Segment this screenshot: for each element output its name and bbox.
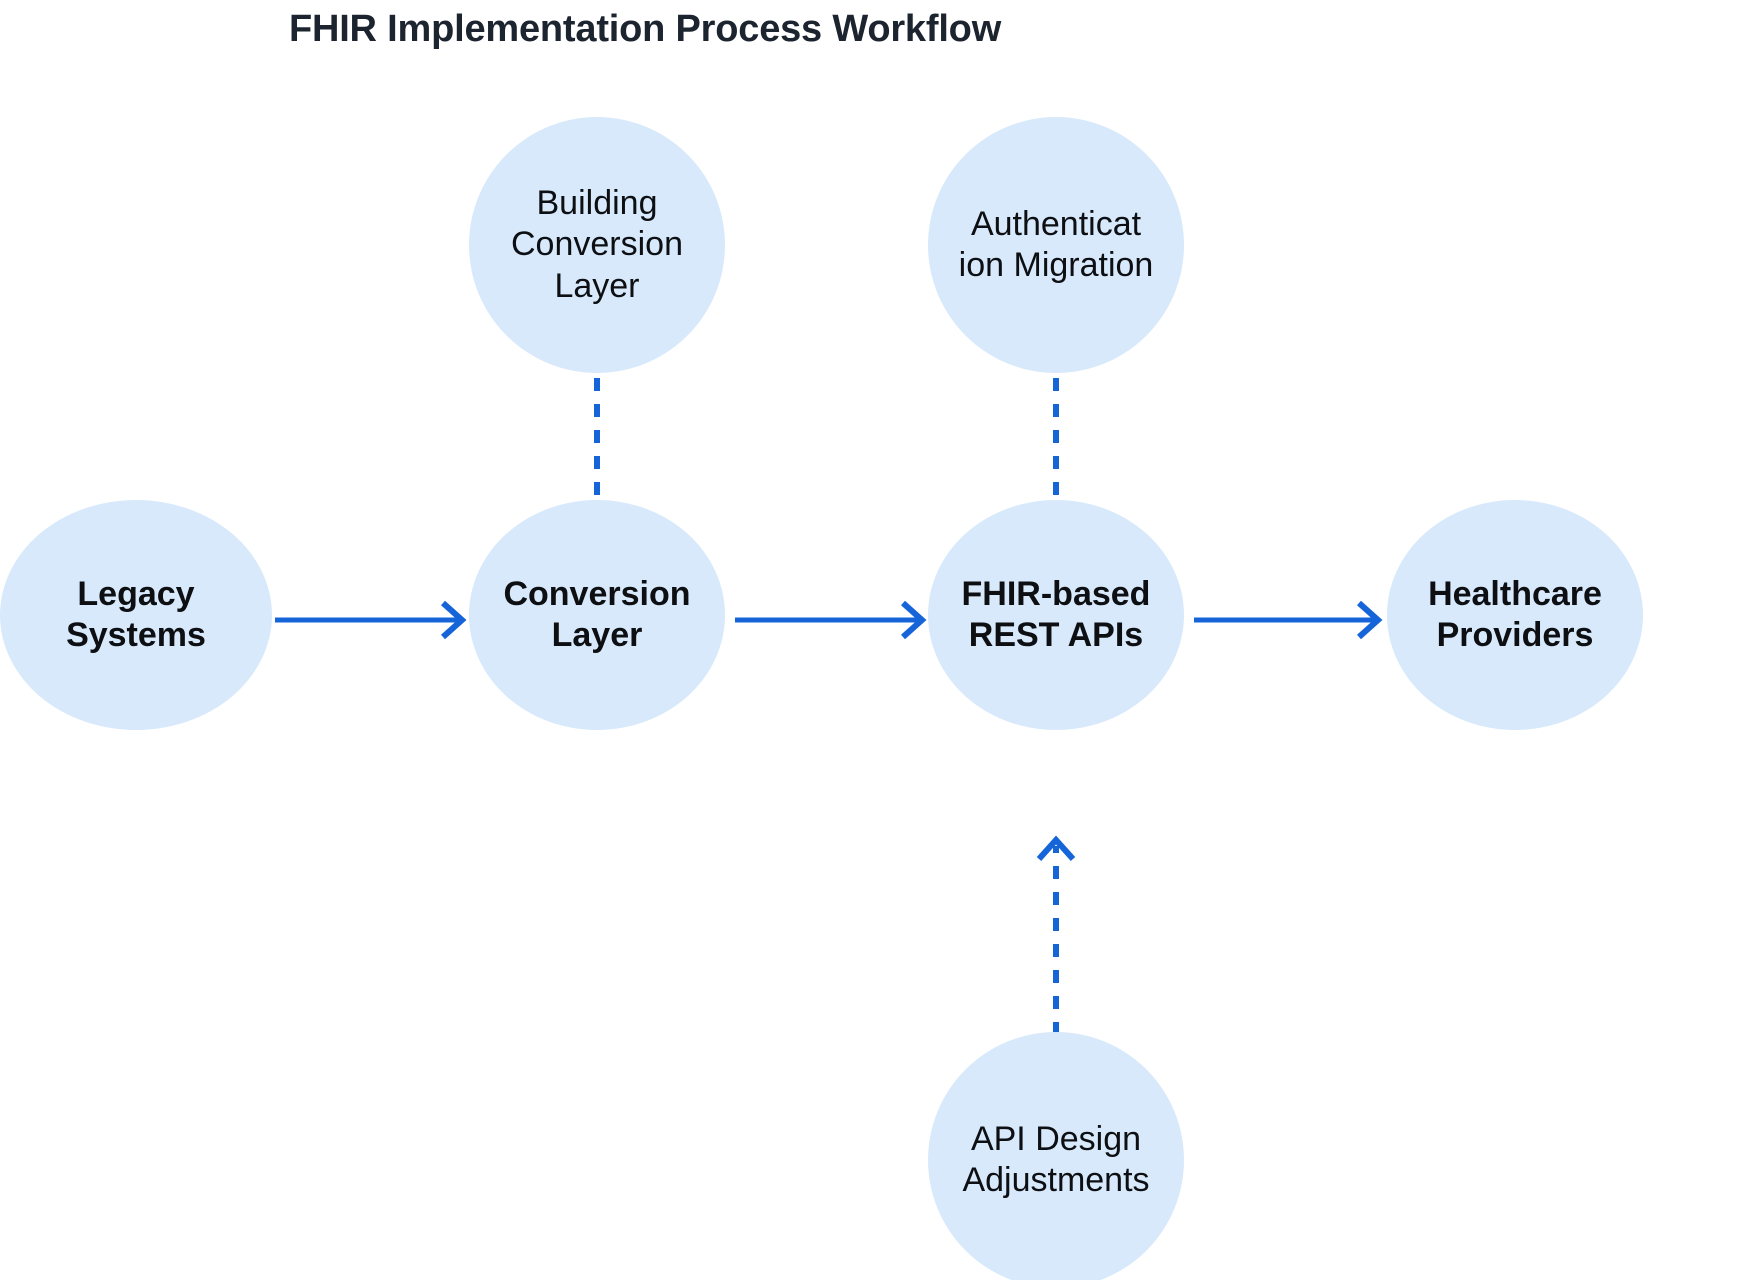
node-api-design-adjustments[interactable]: API Design Adjustments bbox=[928, 1032, 1184, 1280]
page-title: FHIR Implementation Process Workflow bbox=[288, 8, 1002, 50]
node-label: FHIR-based REST APIs bbox=[961, 574, 1151, 654]
node-healthcare-providers[interactable]: Healthcare Providers bbox=[1387, 500, 1643, 730]
edge-legacy-to-conversion bbox=[275, 600, 467, 640]
node-label: API Design Adjustments bbox=[962, 1119, 1150, 1199]
edge-conversion-to-fhir bbox=[735, 600, 927, 640]
node-building-conversion-layer[interactable]: Building Conversion Layer bbox=[469, 117, 725, 373]
node-label: Authenticat ion Migration bbox=[958, 204, 1154, 284]
node-fhir-rest-apis[interactable]: FHIR-based REST APIs bbox=[928, 500, 1184, 730]
node-label: Conversion Layer bbox=[503, 574, 691, 654]
node-conversion-layer[interactable]: Conversion Layer bbox=[469, 500, 725, 730]
node-label: Legacy Systems bbox=[66, 574, 206, 654]
edge-fhir-to-providers bbox=[1194, 600, 1383, 640]
node-label: Healthcare Providers bbox=[1428, 574, 1602, 654]
node-label: Building Conversion Layer bbox=[511, 183, 683, 305]
edge-api-design-to-fhir bbox=[1036, 835, 1076, 1035]
node-legacy-systems[interactable]: Legacy Systems bbox=[0, 500, 272, 730]
node-authentication-migration[interactable]: Authenticat ion Migration bbox=[928, 117, 1184, 373]
